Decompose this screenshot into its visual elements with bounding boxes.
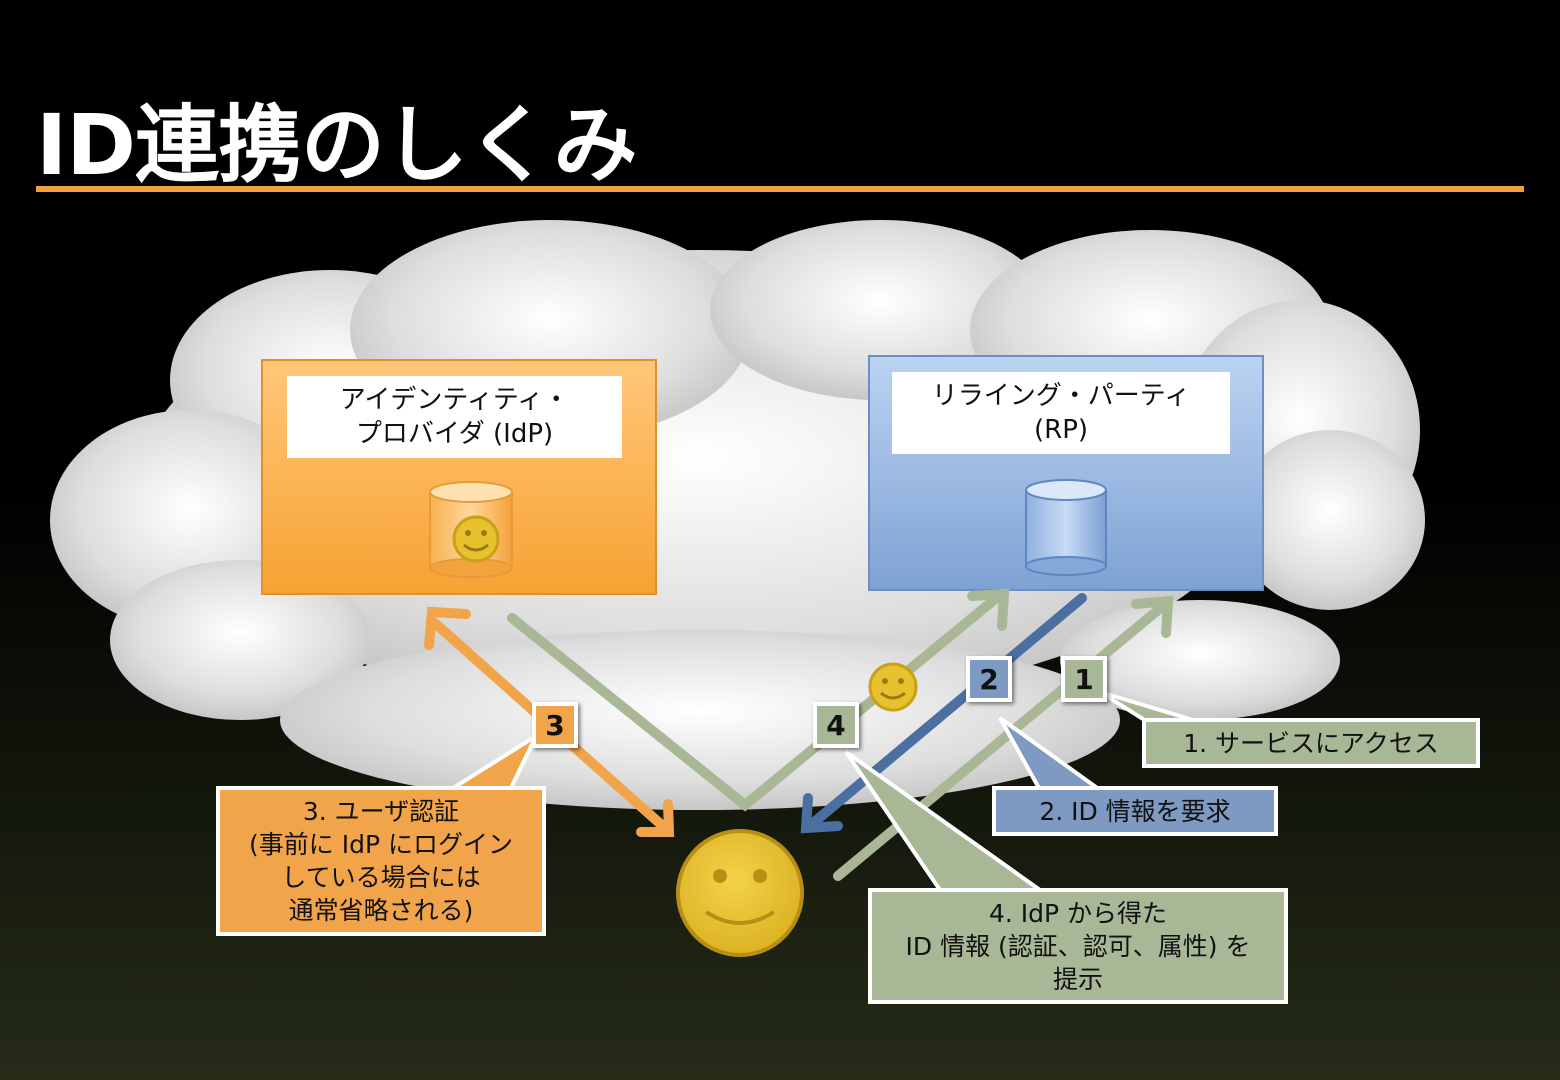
step2-callout: 2. ID 情報を要求: [992, 786, 1278, 836]
idp-label-line2: プロバイダ (IdP): [355, 419, 554, 449]
step3-callout: 3. ユーザ認証 (事前に IdP にログイン している場合には 通常省略される…: [216, 786, 546, 936]
step2-arrow: [800, 593, 1087, 834]
step1-callout-text: 1. サービスにアクセス: [1183, 728, 1439, 758]
idp-label: アイデンティティ・ プロバイダ (IdP): [287, 376, 622, 458]
rp-label-line2: (RP): [1033, 415, 1089, 445]
page-title: ID連携のしくみ: [36, 96, 637, 194]
step4-callout-line3: 提示: [1052, 964, 1103, 994]
step1-arrow: [833, 595, 1174, 881]
title-underline: [36, 186, 1524, 192]
step3-callout-line3: している場合には: [281, 863, 481, 892]
step4-badge: 4: [813, 702, 859, 748]
step4-arrow: [507, 588, 1010, 812]
step1-badge: 1: [1061, 656, 1107, 702]
rp-label-line1: リライング・パーティ: [931, 381, 1191, 411]
rp-database-icon: [1025, 479, 1107, 576]
step4-callout-line1: 4. IdP から得た: [988, 898, 1168, 928]
step2-badge: 2: [966, 656, 1012, 702]
user-smiley-icon: [676, 829, 804, 957]
step4-callout-line2: ID 情報 (認証、認可、属性) を: [905, 931, 1251, 961]
step3-badge: 3: [532, 702, 578, 748]
step3-callout-line4: 通常省略される): [288, 896, 474, 925]
step3-callout-line2: (事前に IdP にログイン: [249, 830, 513, 859]
transit-smiley-icon: [868, 662, 918, 712]
idp-label-line1: アイデンティティ・: [339, 385, 570, 415]
idp-smiley-icon: [452, 515, 500, 563]
step3-callout-line1: 3. ユーザ認証: [302, 797, 460, 826]
step1-callout: 1. サービスにアクセス: [1142, 718, 1480, 768]
rp-label: リライング・パーティ (RP): [892, 372, 1230, 454]
step2-callout-text: 2. ID 情報を要求: [1039, 796, 1231, 826]
step4-callout: 4. IdP から得た ID 情報 (認証、認可、属性) を 提示: [868, 888, 1288, 1004]
